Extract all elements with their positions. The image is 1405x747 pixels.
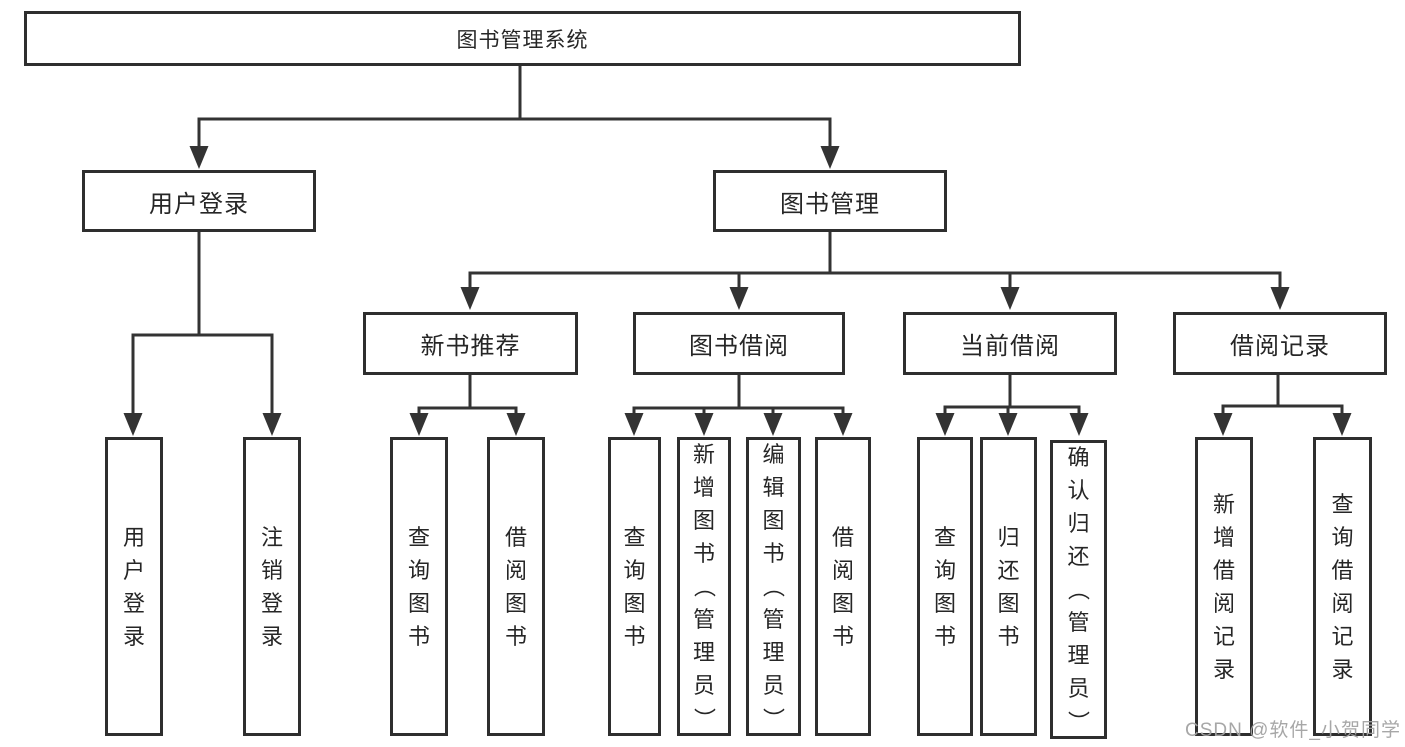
node-label: 图书借阅	[689, 333, 789, 360]
leaf-return-books: 归还图书	[980, 437, 1037, 736]
csdn-watermark: CSDN @软件_小贺同学	[1185, 720, 1401, 741]
node-current-borrowing: 当前借阅	[903, 312, 1117, 375]
leaf-query-books-borrowing: 查询图书	[608, 437, 661, 736]
leaf-query-borrow-record: 查询借阅记录	[1313, 437, 1372, 736]
arrowhead-leaf-query-record-e2	[1332, 413, 1352, 436]
arrowhead-user-login	[189, 146, 209, 169]
node-new-book-recommendation: 新书推荐	[363, 312, 578, 375]
node-label: 当前借阅	[960, 333, 1060, 360]
arrowhead-leaf-edit-books-c3	[763, 413, 783, 436]
leaf-confirm-return-admin: 确认归还（管理员）	[1050, 440, 1107, 739]
arrowhead-leaf-user-login	[123, 413, 143, 436]
connector-current-borrowing-group	[943, 375, 1081, 417]
node-library-management-system: 图书管理系统	[24, 11, 1021, 66]
node-label: 图书管理	[780, 190, 880, 218]
node-user-login: 用户登录	[82, 170, 316, 232]
arrowhead-leaf-add-books-c2	[694, 413, 714, 436]
arrowhead-leaf-borrow-books-b2	[506, 413, 526, 436]
leaf-label: 借阅图书	[831, 524, 854, 649]
leaf-user-login: 用户登录	[105, 437, 163, 736]
arrowhead-leaf-borrow-books-c4	[833, 413, 853, 436]
connector-user-login-group	[131, 232, 274, 417]
arrowhead-leaf-logout	[262, 413, 282, 436]
leaf-label: 确认归还（管理员）	[1065, 445, 1091, 733]
connector-book-borrowing-group	[632, 375, 845, 417]
arrowhead-new-book-recommendation	[460, 287, 480, 310]
arrowhead-book-borrowing	[729, 287, 749, 310]
leaf-add-books-admin: 新增图书（管理员）	[677, 437, 731, 736]
leaf-label: 借阅图书	[504, 524, 527, 649]
arrowhead-leaf-query-books-b1	[409, 413, 429, 436]
leaf-query-books-current: 查询图书	[917, 437, 973, 736]
connector-borrow-records-group	[1221, 375, 1344, 417]
connector-bookmgmt-to-level3	[468, 232, 1282, 291]
leaf-borrow-books: 借阅图书	[815, 437, 871, 736]
node-book-management: 图书管理	[713, 170, 947, 232]
leaf-label: 新增借阅记录	[1212, 491, 1235, 682]
arrowhead-leaf-return-books-d2	[998, 413, 1018, 436]
node-borrow-records: 借阅记录	[1173, 312, 1387, 375]
node-label: 借阅记录	[1230, 333, 1330, 360]
arrowhead-leaf-query-books-c1	[624, 413, 644, 436]
connector-root-to-level2	[197, 66, 832, 150]
node-label: 新书推荐	[420, 333, 521, 360]
leaf-borrow-books-recommendation: 借阅图书	[487, 437, 545, 736]
node-label: 用户登录	[149, 190, 249, 218]
leaf-logout: 注销登录	[243, 437, 301, 736]
leaf-label: 新增图书（管理员）	[691, 442, 717, 730]
leaf-query-books-recommendation: 查询图书	[390, 437, 448, 736]
leaf-label: 用户登录	[122, 524, 145, 649]
arrowhead-leaf-add-record-e1	[1213, 413, 1233, 436]
arrowhead-leaf-confirm-return-d3	[1069, 413, 1089, 436]
leaf-label: 查询图书	[407, 524, 430, 649]
arrowhead-borrow-records	[1270, 287, 1290, 310]
leaf-label: 查询借阅记录	[1331, 491, 1354, 682]
node-book-borrowing: 图书借阅	[633, 312, 845, 375]
leaf-edit-books-admin: 编辑图书（管理员）	[746, 437, 801, 736]
leaf-label: 编辑图书（管理员）	[760, 442, 786, 730]
leaf-add-borrow-record: 新增借阅记录	[1195, 437, 1253, 736]
leaf-label: 查询图书	[623, 524, 646, 649]
leaf-label: 归还图书	[997, 524, 1020, 649]
arrowhead-leaf-query-books-d1	[935, 413, 955, 436]
connector-new-book-group	[417, 375, 518, 417]
arrowhead-current-borrowing	[1000, 287, 1020, 310]
leaf-label: 注销登录	[260, 524, 283, 649]
node-label: 图书管理系统	[456, 28, 589, 52]
arrowhead-book-management	[820, 146, 840, 169]
leaf-label: 查询图书	[933, 524, 956, 649]
